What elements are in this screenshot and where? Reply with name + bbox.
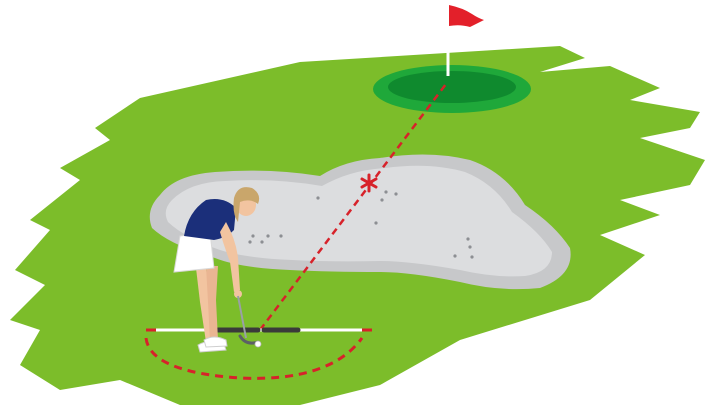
putting-green-inner	[388, 71, 516, 103]
flag-icon	[449, 5, 484, 27]
golfer-shoe	[204, 337, 227, 347]
golf-ball	[255, 341, 261, 347]
